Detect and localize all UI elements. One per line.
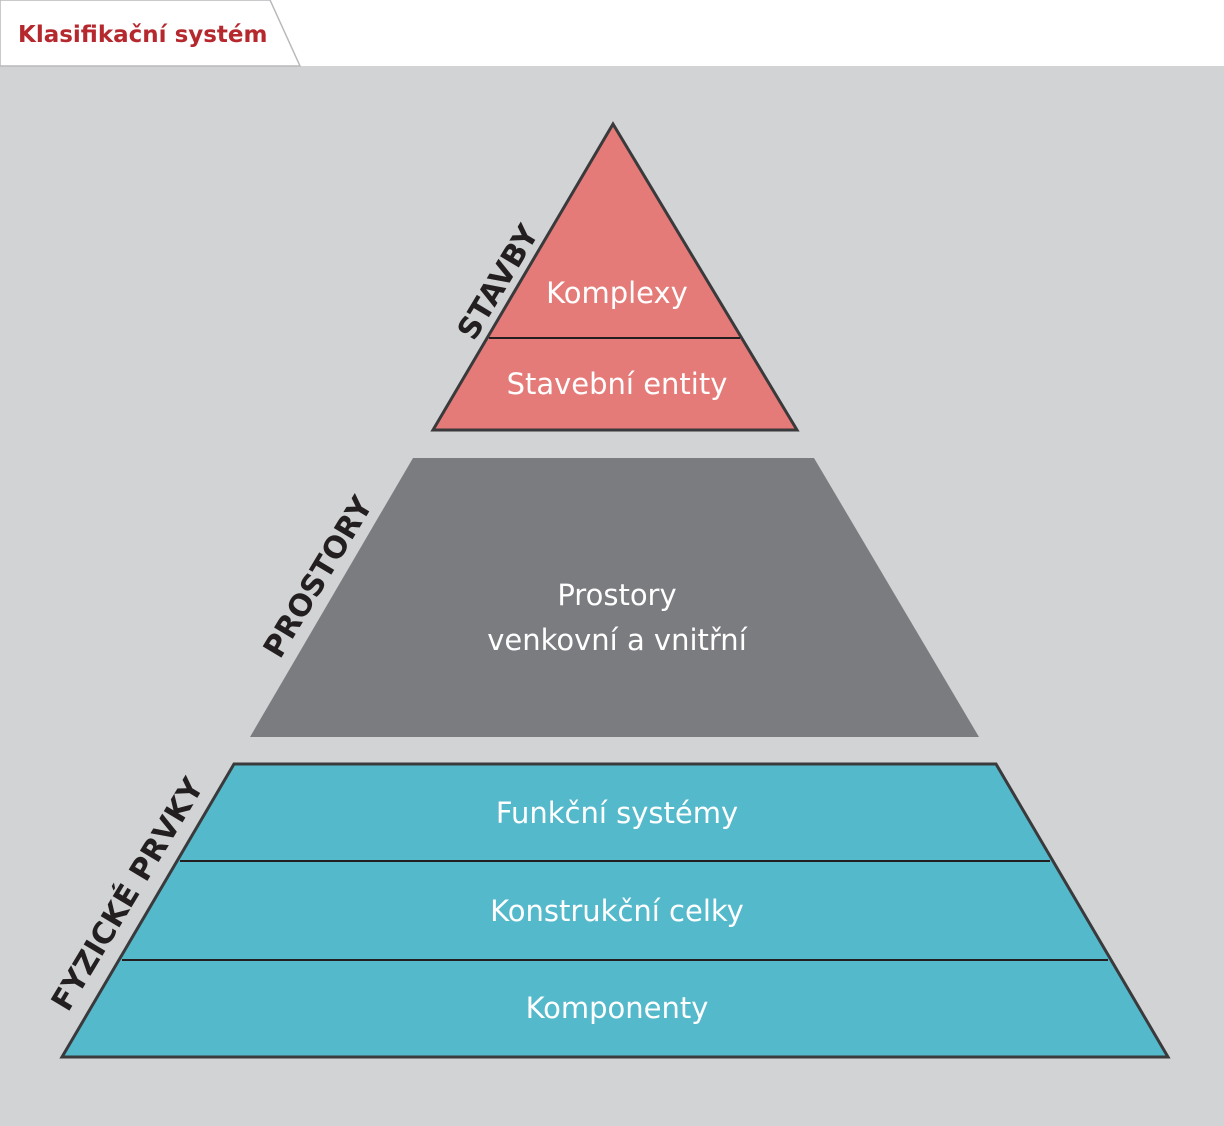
prostory-line-1: Prostory bbox=[557, 578, 676, 612]
prostory-trapezoid bbox=[250, 458, 979, 737]
page-title: Klasifikační systém bbox=[18, 22, 268, 48]
level-funkcni-systemy: Funkční systémy bbox=[496, 796, 738, 830]
level-stavebni-entity: Stavební entity bbox=[507, 367, 728, 401]
level-konstrukcni-celky: Konstrukční celky bbox=[490, 894, 744, 928]
title-tab bbox=[0, 0, 302, 67]
prostory-line-2: venkovní a vnitřní bbox=[487, 623, 747, 657]
stavby-triangle bbox=[430, 121, 800, 432]
level-komplexy: Komplexy bbox=[546, 276, 688, 310]
level-komponenty: Komponenty bbox=[526, 991, 709, 1025]
fyzicke-prvky-trapezoid bbox=[59, 762, 1171, 1059]
